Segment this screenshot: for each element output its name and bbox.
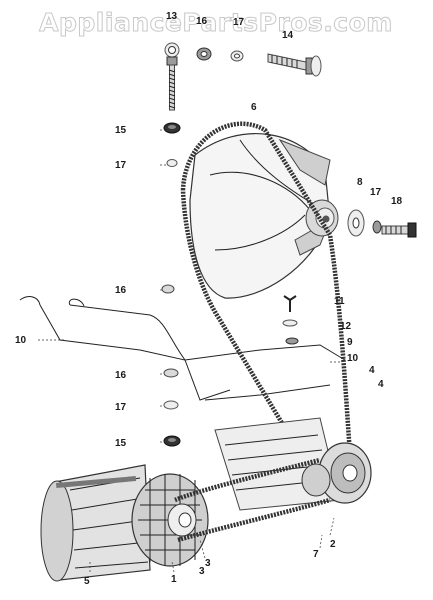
callout-3: 3: [205, 558, 211, 569]
callout-2: 2: [330, 539, 336, 550]
part-nut-top: [196, 47, 212, 61]
callout-6: 6: [251, 102, 257, 113]
callout-17: 17: [233, 17, 245, 28]
callout-16: 16: [115, 285, 127, 296]
callout-8: 8: [357, 177, 363, 188]
part-drive-belt-upper: [180, 121, 353, 485]
part-motor: [40, 464, 151, 582]
callout-3: 3: [199, 566, 205, 577]
part-washer-15-lower: [163, 435, 181, 447]
callout-17: 17: [115, 160, 127, 171]
part-nut-16-lower: [163, 368, 179, 378]
callout-10: 10: [15, 335, 27, 346]
part-drive-belt-lower: [174, 457, 331, 543]
part-hub-bolt: [381, 222, 417, 238]
callout-7: 7: [313, 549, 319, 560]
part-frame-bracket: [19, 296, 346, 401]
callout-1: 1: [171, 574, 177, 585]
callout-12: 12: [340, 321, 352, 332]
callout-4: 4: [378, 379, 384, 390]
part-clip-17-lower: [163, 400, 179, 410]
callout-17: 17: [370, 187, 382, 198]
part-hub-washer: [347, 209, 365, 237]
callout-18: 18: [391, 196, 403, 207]
callout-labels: 13 16 17 14 6 15 17 8 17 18 16 11 10 12 …: [15, 11, 403, 587]
part-eye-bolt: [164, 42, 180, 111]
part-washer-15-upper: [163, 122, 181, 134]
part-hub-lockwasher: [372, 220, 382, 234]
callout-11: 11: [334, 296, 345, 307]
part-nut-16-upper: [161, 284, 175, 294]
callout-13: 13: [166, 11, 178, 22]
callout-16: 16: [115, 370, 127, 381]
part-carriage-bolt: [267, 53, 322, 77]
part-tension-spring: [282, 295, 299, 345]
part-large-pulley: [189, 133, 339, 299]
callout-9: 9: [347, 337, 353, 348]
callout-17: 17: [115, 402, 127, 413]
callout-14: 14: [282, 30, 294, 41]
callout-16: 16: [196, 16, 208, 27]
callout-15: 15: [115, 438, 127, 449]
callout-5: 5: [84, 576, 90, 587]
callout-4: 4: [369, 365, 375, 376]
callout-10: 10: [347, 353, 359, 364]
part-washer-top: [230, 50, 244, 62]
part-motor-fan: [131, 473, 209, 567]
part-clip-17-upper: [166, 159, 178, 167]
watermark-text: AppliancePartsPros.com: [39, 8, 393, 37]
leader-lines: [38, 129, 340, 573]
callout-15: 15: [115, 125, 127, 136]
part-drive-pulley: [301, 442, 372, 504]
